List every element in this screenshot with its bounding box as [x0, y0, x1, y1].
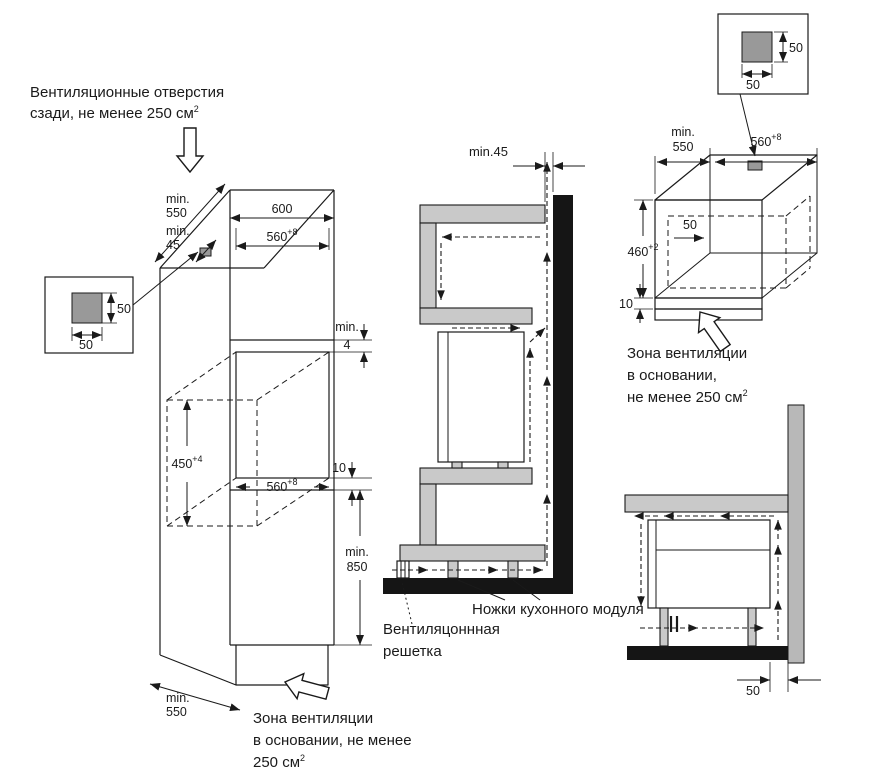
dim-depth-top-min: min. — [166, 192, 190, 206]
detail-box-left-cutout — [71, 292, 103, 324]
floor — [383, 578, 573, 594]
dim-back-gap-50-value: 50 — [746, 684, 760, 698]
dim-cutout-50-value: 50 — [683, 218, 697, 232]
dim-niche-height: 450+4 — [171, 400, 203, 526]
dim-wall-gap: min.45 — [469, 144, 585, 202]
detail-left-dim-v: 50 — [117, 302, 131, 316]
cabinet-hidden-lines — [166, 351, 330, 527]
dim-width-600: 600 — [229, 194, 335, 222]
dim-niche-width-top-value: 560+8 — [266, 227, 297, 244]
dim-back-gap-50: 50 — [737, 662, 821, 698]
wall — [553, 195, 573, 580]
cabinet-outline — [159, 189, 335, 686]
dim-niche-width-bottom-value: 560+8 — [266, 477, 297, 494]
fig-base-section: 50 — [624, 404, 821, 698]
dim-back-gap-value: 45 — [166, 238, 180, 252]
niche-box — [654, 154, 818, 357]
detail-box-left: 50 50 — [44, 251, 199, 354]
fig-cabinet-iso: Вентиляционные отверстия сзади, не менее… — [30, 84, 412, 771]
label-legs-text: Ножки кухонного модуля — [472, 601, 644, 618]
dim-depth-bottom: min. 550 — [149, 682, 241, 719]
dim-height-460: 460+2 — [627, 199, 659, 299]
appliance-section — [647, 519, 771, 609]
note-vent-base-line2: в основании, не менее — [253, 732, 412, 749]
note-base-line3: не менее 250 см2 — [627, 388, 748, 406]
wall-gray — [787, 404, 805, 664]
dim-depth-top: min. 550 — [154, 183, 226, 263]
dim-gap4-min: min. — [335, 320, 359, 334]
note-vent-back-line1: Вентиляционные отверстия — [30, 84, 224, 101]
dim-width-600-value: 600 — [272, 202, 293, 216]
dim-height-850-min: min. — [345, 545, 369, 559]
detail-box-right: 50 50 — [717, 13, 809, 157]
note-vent-base-line3: 250 см2 — [253, 753, 305, 771]
detail-right-dim-v: 50 — [789, 41, 803, 55]
dim-height-460-value: 460+2 — [627, 242, 658, 259]
dim-back-gap: min. 45 — [166, 224, 217, 263]
label-legs: Ножки кухонного модуля — [457, 579, 644, 618]
dim-plinth-10: 10 — [619, 284, 653, 323]
base-leg-right — [747, 607, 757, 647]
hidden-appliance — [667, 195, 811, 289]
dim-niche-width-top: 560+8 — [235, 227, 330, 250]
dim-depth-550: min. 550 — [654, 125, 711, 194]
floor-base — [627, 646, 788, 660]
dim-height-850-value: 850 — [347, 560, 368, 574]
detail-right-dim-h: 50 — [746, 78, 760, 92]
dim-height-850: min. 850 — [334, 490, 372, 646]
dim-gap4: min. 4 — [329, 320, 372, 368]
label-grille-line2: решетка — [383, 643, 442, 660]
dim-depth-bottom-min: min. — [166, 691, 190, 705]
dim-gap4-value: 4 — [344, 338, 351, 352]
vent-direction-arrow-top — [176, 127, 204, 173]
dim-cutout-50: 50 — [674, 218, 704, 242]
niche-opening — [235, 351, 330, 479]
label-grille: Вентиляцоннная решетка — [383, 581, 500, 660]
label-grille-line1: Вентиляцоннная — [383, 621, 500, 638]
dim-width-560-value: 560+8 — [750, 132, 781, 149]
dim-depth-550-value: 550 — [673, 140, 694, 154]
dim-depth-top-value: 550 — [166, 206, 187, 220]
airflow-arrows-base — [634, 512, 782, 640]
detail-right-leader — [739, 93, 757, 157]
detail-left-leader — [132, 251, 199, 306]
note-base-line2: в основании, — [627, 367, 717, 384]
dim-depth-bottom-value: 550 — [166, 705, 187, 719]
note-base-line1: Зона вентиляции — [627, 345, 747, 362]
dim-wall-gap-value: min.45 — [469, 144, 508, 159]
oven-section — [437, 331, 525, 469]
countertop — [624, 494, 789, 513]
note-vent-back-line2: сзади, не менее 250 см2 — [30, 104, 199, 122]
dim-recess-10: 10 — [330, 461, 372, 506]
dim-niche-width-bottom: 560+8 — [236, 477, 329, 494]
airflow-arrows — [392, 162, 551, 574]
dim-width-560: 560+8 — [715, 132, 818, 168]
dim-back-gap-min: min. — [166, 224, 190, 238]
base-leg-left — [659, 607, 669, 647]
dim-depth-550-min: min. — [671, 125, 695, 139]
cabinet-section-panels — [399, 204, 546, 562]
plinth-strip — [654, 297, 763, 310]
note-vent-base-line1: Зона вентиляции — [253, 710, 373, 727]
fig-wall-section: min.45 Ножки кухонного модуля Вентиляцон… — [383, 144, 644, 660]
dim-plinth-10-value: 10 — [619, 297, 633, 311]
vent-direction-arrow-bottom — [280, 668, 332, 707]
dim-recess-10-value: 10 — [332, 461, 346, 475]
detail-box-right-cutout — [741, 31, 773, 63]
plinth-grille-marks — [669, 616, 679, 632]
fig-base-iso: 50 50 min. 550 560+8 — [619, 13, 818, 406]
detail-left-dim-h: 50 — [79, 338, 93, 352]
dim-niche-height-value: 450+4 — [171, 454, 202, 471]
